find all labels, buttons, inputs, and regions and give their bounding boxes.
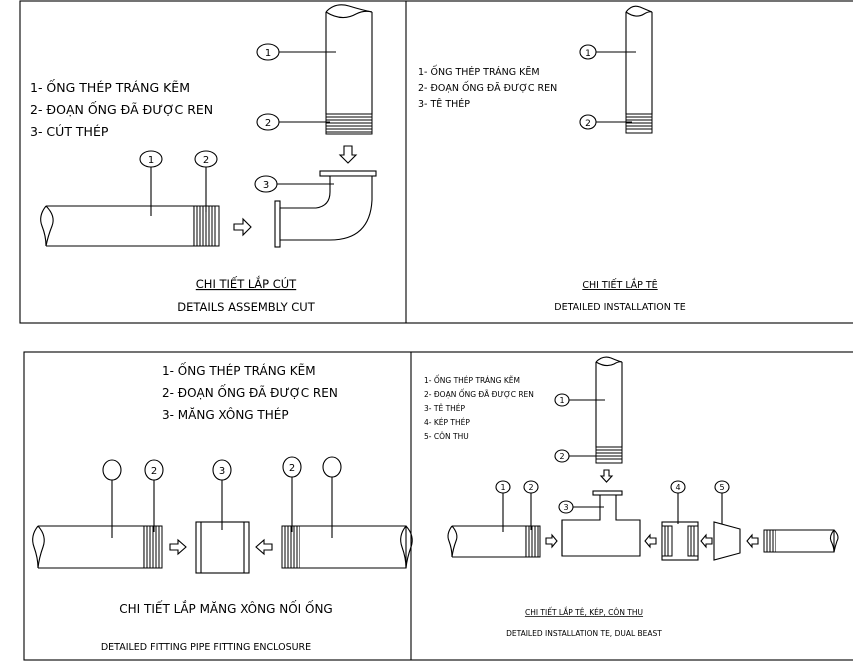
callout-text: 2 (151, 466, 157, 477)
coupling-callout-1 (102, 459, 122, 538)
panel-coupling: 2 3 2 1- ỐNG THÉP TRÁNG KẼM 2- ĐOẠN ỐNG … (32, 362, 413, 653)
coupling-right-arrow (169, 538, 187, 556)
cut-vertical-pipe (325, 4, 373, 135)
reducer-callout-5: 2 (523, 480, 539, 530)
callout-text: 1 (265, 48, 271, 59)
cut-legend: 1- ỐNG THÉP TRÁNG KẼM 2- ĐOẠN ỐNG ĐÃ ĐƯỢ… (30, 79, 213, 139)
legend-item: 3- CÚT THÉP (30, 124, 109, 139)
callout-text: 3 (563, 503, 568, 512)
cut-callout-5: 2 (194, 150, 218, 212)
coupling-title-en: DETAILED FITTING PIPE FITTING ENCLOSURE (101, 642, 311, 653)
callout-text: 2 (265, 118, 271, 129)
cut-down-arrow (338, 145, 358, 164)
reducer-vertical-thread (596, 449, 622, 460)
panel-cut: 1 2 3 1 2 1- ỐNG THÉP TRÁNG KẼM 2- ĐOẠN … (30, 4, 377, 314)
cut-callout-2: 2 (256, 113, 330, 131)
callout-text: 1 (148, 155, 154, 166)
coupling-callout-5 (322, 456, 342, 538)
legend-item: 2- ĐOẠN ỐNG ĐÃ ĐƯỢC REN (424, 389, 534, 399)
reducer-title-vn: CHI TIẾT LẮP TÊ, KÉP, CÔN THU (525, 607, 643, 617)
legend-item: 1- ỐNG THÉP TRÁNG KẼM (424, 375, 520, 385)
reducer-left-pipe (447, 525, 541, 558)
callout-text: 2 (289, 463, 295, 474)
cut-elbow (274, 170, 377, 248)
cut-callout-1: 1 (256, 43, 336, 61)
callout-text: 4 (675, 483, 680, 492)
callout-text: 3 (219, 466, 225, 477)
reducer-callout-2: 2 (554, 449, 600, 463)
tee-vertical-pipe (625, 5, 653, 134)
legend-item: 3- MĂNG XÔNG THÉP (162, 407, 289, 422)
panel-tee: 1 2 1- ỐNG THÉP TRÁNG KẼM 2- ĐOẠN ỐNG ĐÃ… (418, 5, 686, 313)
legend-item: 3- TÊ THÉP (418, 98, 470, 110)
coupling-title-vn: CHI TIẾT LẮP MĂNG XÔNG NỐI ỐNG (119, 600, 332, 616)
reducer-callout-7: 5 (714, 480, 730, 524)
legend-item: 1- ỐNG THÉP TRÁNG KẼM (30, 79, 190, 95)
bottom-frame (23, 351, 853, 661)
top-frame (19, 0, 853, 324)
tee-vertical-thread (626, 116, 652, 130)
tee-title-en: DETAILED INSTALLATION TE (554, 302, 685, 313)
cut-right-arrow (233, 217, 252, 237)
tee-callout-2: 2 (579, 114, 632, 130)
cut-callout-4: 1 (139, 150, 163, 216)
cut-horizontal-pipe (40, 205, 220, 247)
callout-text: 2 (203, 155, 209, 166)
coupling-legend: 1- ỐNG THÉP TRÁNG KẼM 2- ĐOẠN ỐNG ĐÃ ĐƯỢ… (162, 362, 338, 422)
legend-item: 2- ĐOẠN ỐNG ĐÃ ĐƯỢC REN (30, 101, 213, 117)
legend-item: 4- KÉP THÉP (424, 418, 470, 427)
reducer-arrow-1 (545, 533, 558, 549)
coupling-right-thread (284, 526, 298, 568)
cut-horizontal-thread (196, 206, 216, 246)
coupling-right-pipe (281, 525, 413, 569)
callout-text: 2 (585, 119, 591, 129)
legend-item: 1- ỐNG THÉP TRÁNG KẼM (162, 362, 316, 378)
coupling-callout-3: 3 (212, 459, 232, 530)
reducer-callout-4: 1 (495, 480, 511, 532)
reducer-arrow-3 (700, 533, 713, 549)
callout-text: 1 (559, 396, 564, 405)
tee-legend: 1- ỐNG THÉP TRÁNG KẼM 2- ĐOẠN ỐNG ĐÃ ĐƯỢ… (418, 65, 557, 110)
reducer-arrow-4 (746, 533, 759, 549)
callout-text: 1 (585, 49, 591, 59)
callout-text: 3 (263, 180, 269, 191)
legend-item: 3- TÊ THÉP (424, 404, 466, 413)
reducer-cone (713, 521, 741, 561)
coupling-sleeve (195, 521, 250, 574)
reducer-legend: 1- ỐNG THÉP TRÁNG KẼM 2- ĐOẠN ỐNG ĐÃ ĐƯỢ… (424, 375, 534, 441)
cut-title-vn: CHI TIẾT LẮP CÚT (196, 275, 297, 291)
reducer-callout-6: 4 (670, 480, 686, 524)
legend-item: 5- CÔN THU (424, 432, 469, 441)
panel-frames (19, 0, 853, 661)
coupling-callout-2: 2 (144, 459, 164, 532)
coupling-left-thread (146, 526, 160, 568)
reducer-down-arrow (599, 469, 614, 483)
callout-text: 1 (500, 483, 505, 492)
callout-text: 2 (559, 452, 564, 461)
coupling-left-arrow (255, 538, 273, 556)
reducer-vertical-pipe (595, 356, 623, 464)
reducer-title-en: DETAILED INSTALLATION TE, DUAL BEAST (506, 629, 662, 638)
reducer-left-thread (528, 526, 539, 557)
tee-callout-1: 1 (579, 44, 636, 60)
cut-title-en: DETAILS ASSEMBLY CUT (177, 300, 315, 314)
reducer-right-pipe (763, 529, 839, 553)
tee-title-vn: CHI TIẾT LẮP TÊ (582, 278, 657, 291)
callout-text: 2 (528, 483, 533, 492)
cut-vertical-thread (326, 116, 372, 133)
coupling-left-pipe (32, 525, 163, 569)
legend-item: 2- ĐOẠN ỐNG ĐÃ ĐƯỢC REN (418, 81, 557, 94)
reducer-tee (561, 490, 641, 557)
reducer-callout-1: 1 (554, 393, 605, 407)
legend-item: 1- ỐNG THÉP TRÁNG KẼM (418, 65, 540, 78)
reducer-nipple (661, 521, 699, 561)
cut-callout-3: 3 (254, 175, 334, 193)
reducer-arrow-2 (644, 533, 657, 549)
coupling-callout-4: 2 (282, 456, 302, 532)
panel-reducer: 1 2 3 1 2 4 5 (424, 356, 839, 638)
callout-text: 5 (719, 483, 724, 492)
reducer-callout-3: 3 (558, 500, 604, 514)
legend-item: 2- ĐOẠN ỐNG ĐÃ ĐƯỢC REN (162, 384, 338, 400)
